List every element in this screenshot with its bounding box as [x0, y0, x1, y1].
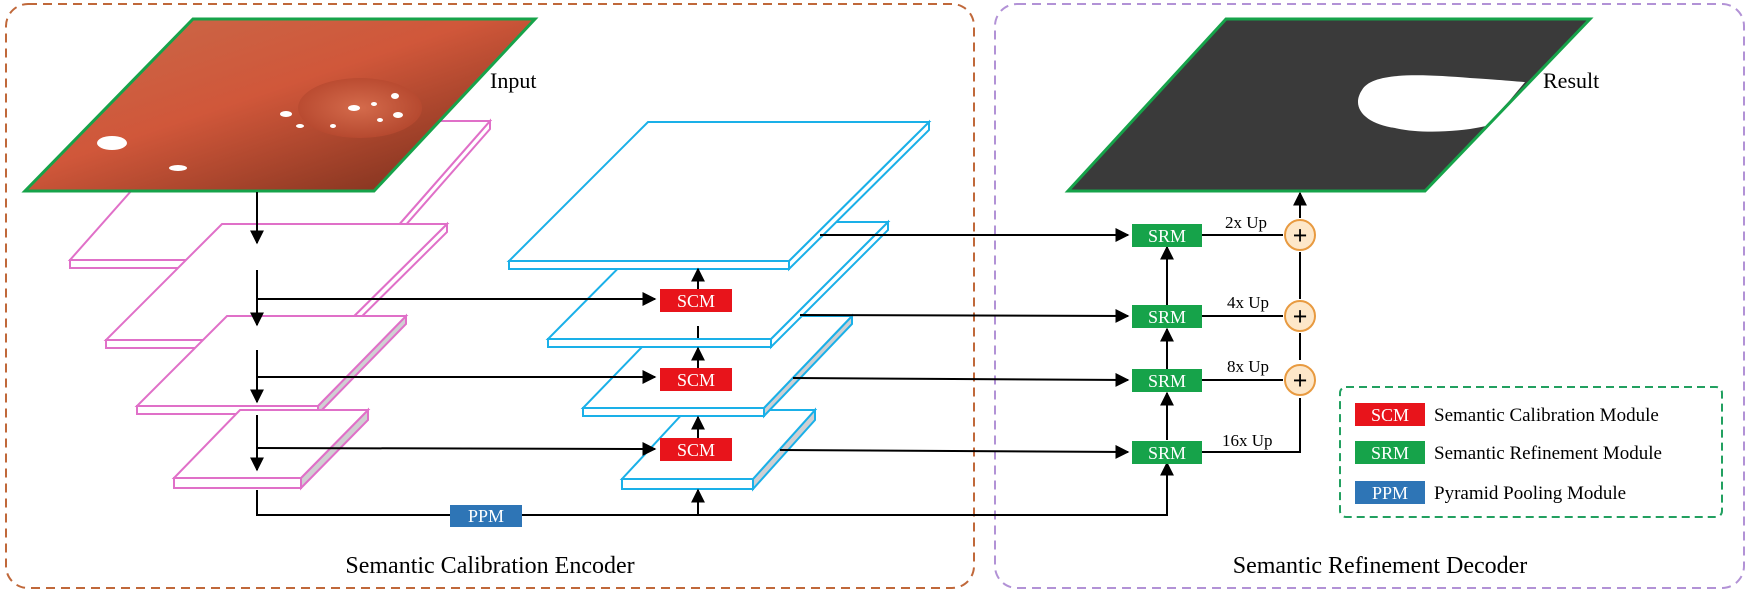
ppm-to-srm-line [522, 461, 1174, 516]
ppm-label: PPM [468, 506, 504, 526]
legend-text-srm: Semantic Refinement Module [1434, 443, 1662, 464]
plus-symbol-1: + [1293, 221, 1308, 250]
scm-label-3: SCM [677, 440, 715, 460]
input-image [21, 17, 539, 193]
input-label: Input [490, 68, 536, 93]
legend-item-srm: SRM Semantic Refinement Module [1355, 441, 1662, 464]
legend-text-scm: Semantic Calibration Module [1434, 405, 1659, 426]
plus-symbol-2: + [1293, 302, 1308, 331]
legend-tag-ppm: PPM [1372, 483, 1408, 503]
srm-box-1: SRM [1132, 224, 1202, 247]
upsample-lines [1202, 191, 1307, 453]
encoder-frame [5, 3, 975, 589]
encoder-to-scm-arrows [256, 292, 657, 456]
legend-item-scm: SCM Semantic Calibration Module [1355, 403, 1659, 426]
srm-label-2: SRM [1148, 307, 1186, 327]
scm-box-3: SCM [660, 438, 732, 461]
up-label-16x: 16x Up [1222, 431, 1273, 450]
plus-symbol-3: + [1293, 366, 1308, 395]
decoder-title: Semantic Refinement Decoder [1233, 553, 1528, 579]
legend: SCM Semantic Calibration Module SRM Sema… [1339, 386, 1723, 518]
scm-box-1: SCM [660, 289, 732, 312]
legend-text-ppm: Pyramid Pooling Module [1434, 483, 1626, 504]
up-label-4x: 4x Up [1227, 293, 1269, 312]
srm-box-4: SRM [1132, 441, 1202, 464]
encoder-title: Semantic Calibration Encoder [345, 553, 634, 579]
scm-label-2: SCM [677, 370, 715, 390]
srm-box-3: SRM [1132, 369, 1202, 392]
up-label-8x: 8x Up [1227, 357, 1269, 376]
srm-label-3: SRM [1148, 371, 1186, 391]
srm-label-1: SRM [1148, 226, 1186, 246]
decoder-frame [994, 3, 1745, 589]
scm-box-2: SCM [660, 368, 732, 391]
srm-box-2: SRM [1132, 305, 1202, 328]
legend-tag-scm: SCM [1371, 405, 1409, 425]
legend-tag-srm: SRM [1371, 443, 1409, 463]
plus-node-3: + [1284, 364, 1316, 396]
ppm-box: PPM [450, 505, 522, 527]
calibration-to-srm-arrows [779, 228, 1130, 459]
result-label: Result [1543, 68, 1599, 93]
plus-node-1: + [1284, 219, 1316, 251]
srm-label-4: SRM [1148, 443, 1186, 463]
legend-item-ppm: PPM Pyramid Pooling Module [1355, 481, 1626, 504]
scm-label-1: SCM [677, 291, 715, 311]
calibration-layer-1 [506, 119, 932, 272]
plus-node-2: + [1284, 300, 1316, 332]
result-mask-image [1064, 17, 1594, 193]
up-label-2x: 2x Up [1225, 213, 1267, 232]
